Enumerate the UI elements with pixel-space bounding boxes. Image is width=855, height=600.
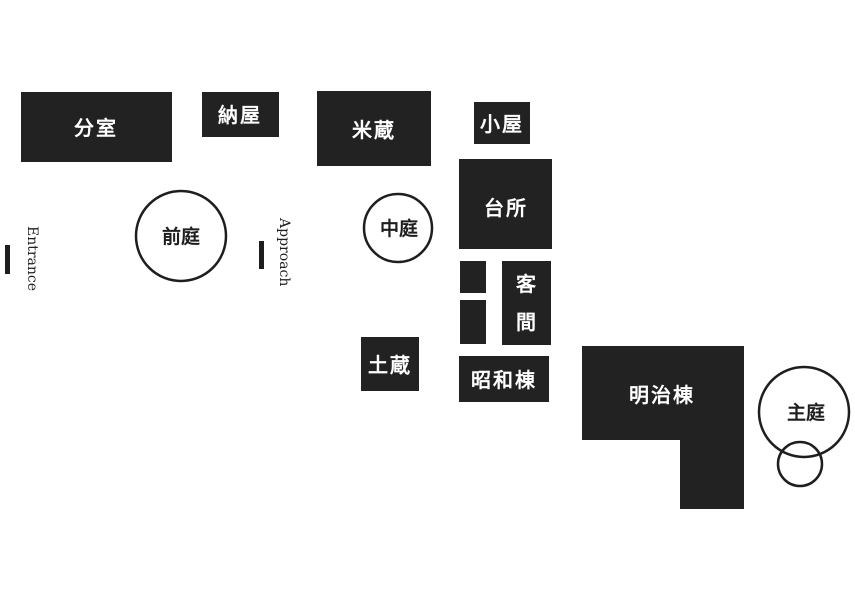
building-daidokoro-label: 台所: [484, 196, 528, 220]
entrance-label: Entrance: [24, 226, 40, 291]
building-meiji-to-label: 明治棟: [629, 383, 695, 407]
building-koya: 小屋: [474, 102, 530, 144]
small-block-lower: [460, 300, 486, 344]
garden-omoniwa: 主庭: [757, 365, 851, 488]
building-dozo: 土蔵: [361, 337, 419, 391]
garden-maeniwa: 前庭: [134, 189, 228, 283]
building-showa-to-label: 昭和棟: [471, 368, 537, 392]
garden-nakaniwa-label: 中庭: [380, 217, 418, 240]
building-daidokoro: 台所: [459, 159, 552, 249]
building-komegura-label: 米蔵: [352, 118, 396, 142]
pond-circle: [776, 440, 824, 488]
building-bunshitsu: 分室: [21, 92, 172, 162]
building-kyakuma-label-1: 客: [515, 272, 538, 296]
building-kyakuma-label-2: 間: [516, 310, 538, 334]
building-dozo-label: 土蔵: [368, 353, 412, 377]
approach-label: Approach: [276, 217, 292, 286]
garden-nakaniwa: 中庭: [362, 192, 434, 264]
building-naya-label: 納屋: [218, 103, 262, 127]
building-kyakuma: 客 間: [502, 261, 551, 345]
garden-omoniwa-label: 主庭: [787, 401, 825, 424]
building-bunshitsu-label: 分室: [74, 116, 118, 140]
building-koya-label: 小屋: [480, 112, 524, 136]
building-komegura: 米蔵: [317, 91, 431, 166]
entrance-marker: [5, 245, 10, 274]
approach-marker: [259, 241, 264, 269]
small-block-upper: [460, 261, 486, 293]
building-naya: 納屋: [202, 92, 279, 137]
building-showa-to: 昭和棟: [459, 356, 549, 402]
garden-maeniwa-label: 前庭: [162, 225, 200, 248]
building-meiji-to: 明治棟: [582, 346, 744, 509]
